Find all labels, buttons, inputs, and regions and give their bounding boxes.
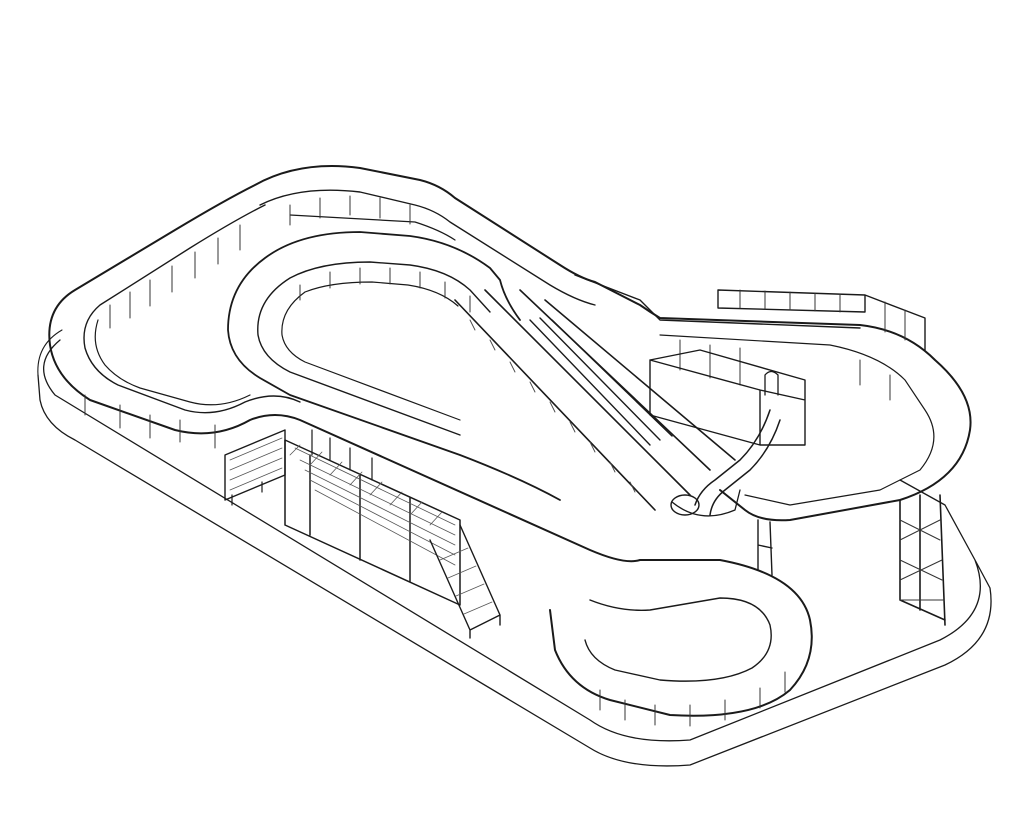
right-support-tower: [757, 494, 946, 626]
conveyor-lift: [454, 289, 736, 511]
entry-stairs: [224, 429, 286, 506]
stairway-platform: [284, 429, 461, 606]
inner-track-loop: [227, 231, 561, 501]
outer-track-loop: [48, 165, 972, 727]
control-cabinet: [649, 349, 806, 446]
lower-stairs: [429, 524, 501, 639]
base-platform: [37, 329, 992, 767]
tube-transition: [670, 409, 781, 517]
upper-deck-railing: [574, 274, 935, 506]
